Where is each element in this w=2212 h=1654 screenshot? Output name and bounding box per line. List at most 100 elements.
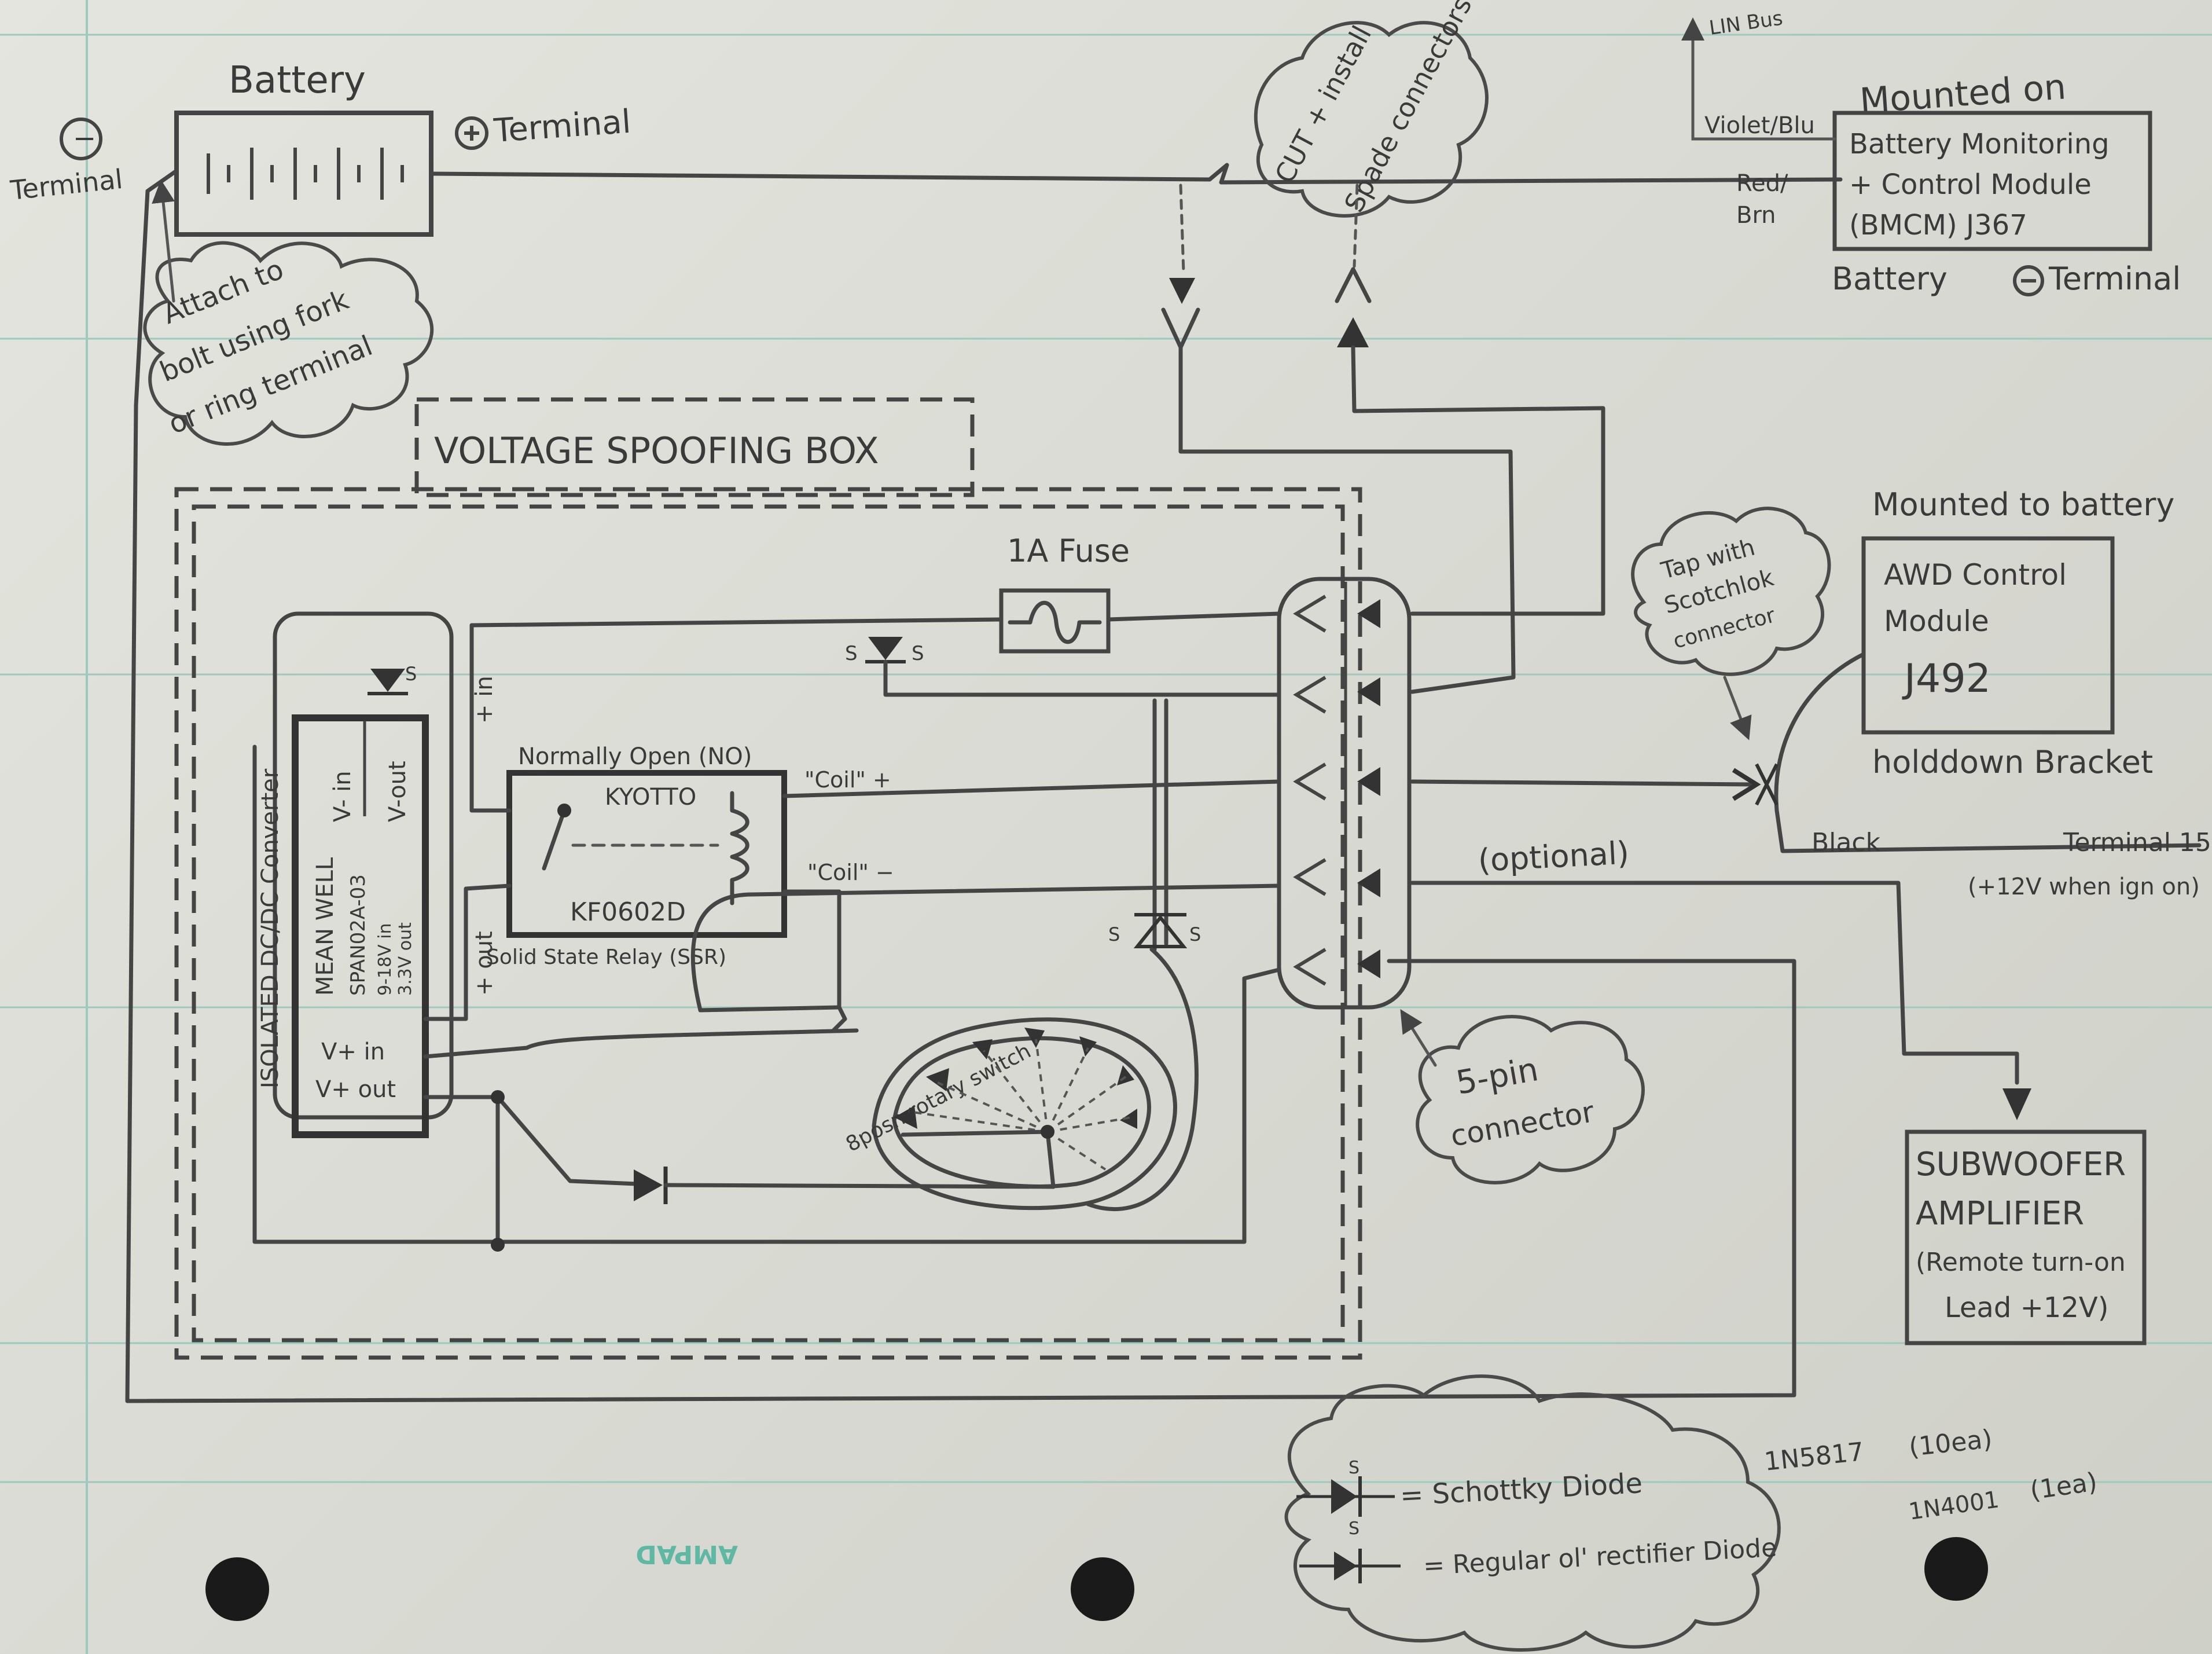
spade-right-to-pin1-wire xyxy=(1351,345,1605,616)
awd-line1: AWD Control xyxy=(1884,558,2067,592)
schottky-top-s-right: S xyxy=(912,642,924,665)
relay-out-wire xyxy=(423,883,512,1021)
spoofing-box-inner-outline xyxy=(192,504,1345,1343)
relay-model: KF0602D xyxy=(570,897,686,927)
relay-heading: Normally Open (NO) xyxy=(518,743,752,770)
ruled-lines xyxy=(0,34,2212,1483)
awd-line3: J492 xyxy=(1902,656,1991,702)
rotary-switch-outline xyxy=(872,1017,1177,1211)
rotary-switch-inner-outline xyxy=(892,1036,1151,1189)
legend-cloud xyxy=(1284,1374,1781,1652)
spade-connector-left-icon xyxy=(1169,278,1195,304)
coil-return-wire xyxy=(690,883,1281,1013)
vout-node-icon xyxy=(491,1090,505,1104)
rectifier-to-switch-wire xyxy=(663,1183,1056,1189)
violet-wire-label: Violet/Blu xyxy=(1704,112,1815,139)
awd-mounted-label: Mounted to battery xyxy=(1872,486,2174,523)
schottky-to-pin2-wire xyxy=(883,659,1281,697)
schottky-chain-s-left: S xyxy=(1108,923,1120,945)
spoofing-box-title-frame xyxy=(414,397,975,497)
coil-plus-wire xyxy=(782,779,1281,798)
awd-terminal15-label: Terminal 15, xyxy=(2063,828,2212,857)
relay-coil-minus: "Coil" − xyxy=(807,860,894,885)
dcdc-title: ISOLATED DC/DC Converter xyxy=(257,768,284,1088)
awd-footer: holddown Bracket xyxy=(1872,744,2153,780)
positive-sign-icon xyxy=(464,126,479,141)
schottky-top-s-left: S xyxy=(845,642,858,665)
paper-brand-logo: AMPAD xyxy=(635,1539,738,1569)
positive-terminal-icon xyxy=(455,116,488,150)
dcdc-converter-body xyxy=(292,714,429,1138)
five-pin-note-line2: connector xyxy=(1448,1095,1597,1153)
cut-note-cloud xyxy=(1254,21,1489,218)
optional-label: (optional) xyxy=(1477,834,1630,879)
bmcm-footer: Battery xyxy=(1832,261,1948,297)
tap-arrow-icon xyxy=(1732,768,1761,801)
relay-plus-in: + in xyxy=(471,676,498,724)
switch-to-bus-wire xyxy=(1086,947,1199,1211)
brn-wire-label: Brn xyxy=(1736,202,1776,229)
ground-node-icon xyxy=(491,1238,505,1252)
rectifier-diode-icon xyxy=(634,1169,663,1201)
five-pin-pins xyxy=(1293,595,1327,986)
vin-wire xyxy=(423,1028,859,1059)
bmcm-box xyxy=(1832,111,2152,251)
dcdc-vin-minus: V- in xyxy=(329,771,356,822)
attach-arrow xyxy=(152,179,175,303)
fuse-element-icon xyxy=(1008,600,1102,644)
legend-rectifier-text: = Regular ol' rectifier Diode xyxy=(1423,1533,1777,1581)
rotary-wiper-icon xyxy=(1041,1125,1054,1139)
fuse-to-pin1-wire xyxy=(1106,611,1281,622)
vout-wire xyxy=(423,1095,639,1186)
sub-line3: (Remote turn-on xyxy=(1916,1248,2126,1277)
sub-line4: Lead +12V) xyxy=(1945,1292,2108,1324)
spoofing-box-outline xyxy=(174,487,1362,1360)
pin3-to-awd-wire xyxy=(1410,779,1756,787)
dcdc-spec1: 9-18V in xyxy=(375,923,395,996)
scotchlok-tap-icon xyxy=(1755,763,1779,806)
relay-in-wire xyxy=(469,623,512,813)
legend-schottky-s-bottom: S xyxy=(1348,1519,1359,1539)
five-pin-note-arrow xyxy=(1400,1009,1437,1067)
rotary-wiper-wire xyxy=(901,1129,1056,1189)
bmcm-line3: (BMCM) J367 xyxy=(1849,209,2027,241)
dcdc-outer-loop xyxy=(273,611,454,1120)
lin-bus-wire xyxy=(1681,17,1836,141)
red-wire-label: Red/ xyxy=(1736,170,1788,197)
dcdc-vin-plus: V+ in xyxy=(321,1039,385,1065)
legend-schottky-qty: (10ea) xyxy=(1908,1424,1994,1462)
dcdc-vout-minus: V-out xyxy=(384,761,411,822)
battery-body xyxy=(174,111,433,237)
pin5-return-wire xyxy=(252,745,1281,1244)
negative-sign: − xyxy=(73,122,96,155)
awd-line2: Module xyxy=(1884,604,1989,638)
pin4-to-sub-wire xyxy=(1410,881,2019,1085)
spade-connector-right-icon xyxy=(1337,317,1369,347)
five-pin-arrows xyxy=(1357,599,1380,978)
rotary-switch-dashes xyxy=(908,1039,1132,1171)
relay-switch-pivot-icon xyxy=(557,804,571,817)
relay-coil-plus: "Coil" + xyxy=(804,767,891,793)
spade-dash-right xyxy=(1353,184,1359,268)
spade-receptacle-left-icon xyxy=(1161,307,1200,350)
attach-note-cloud xyxy=(143,241,434,446)
spade-receptacle-right-icon xyxy=(1335,267,1372,303)
tap-note-arrow xyxy=(1723,676,1752,740)
relay-footer: Solid State Relay (SSR) xyxy=(486,945,726,969)
sub-line1: SUBWOOFER xyxy=(1916,1146,2126,1183)
relay-plus-out: + out xyxy=(471,931,498,996)
awd-black-label: Black xyxy=(1812,828,1881,857)
battery-label: Battery xyxy=(229,59,366,102)
legend-rectifier-part: 1N4001 xyxy=(1907,1486,2001,1525)
awd-box xyxy=(1861,536,2115,735)
battery-cells xyxy=(207,148,404,200)
five-pin-note-line1: 5-pin xyxy=(1453,1051,1541,1102)
binder-hole-left xyxy=(205,1557,269,1621)
legend-schottky-s-top: S xyxy=(1348,1458,1359,1478)
negative-terminal-label: Terminal xyxy=(9,163,124,206)
bmcm-footer-terminal: Terminal xyxy=(2048,261,2181,297)
subwoofer-box xyxy=(1905,1129,2147,1345)
dcdc-vout-plus: V+ out xyxy=(315,1076,396,1103)
dcdc-brand: MEAN WELL xyxy=(312,857,339,996)
